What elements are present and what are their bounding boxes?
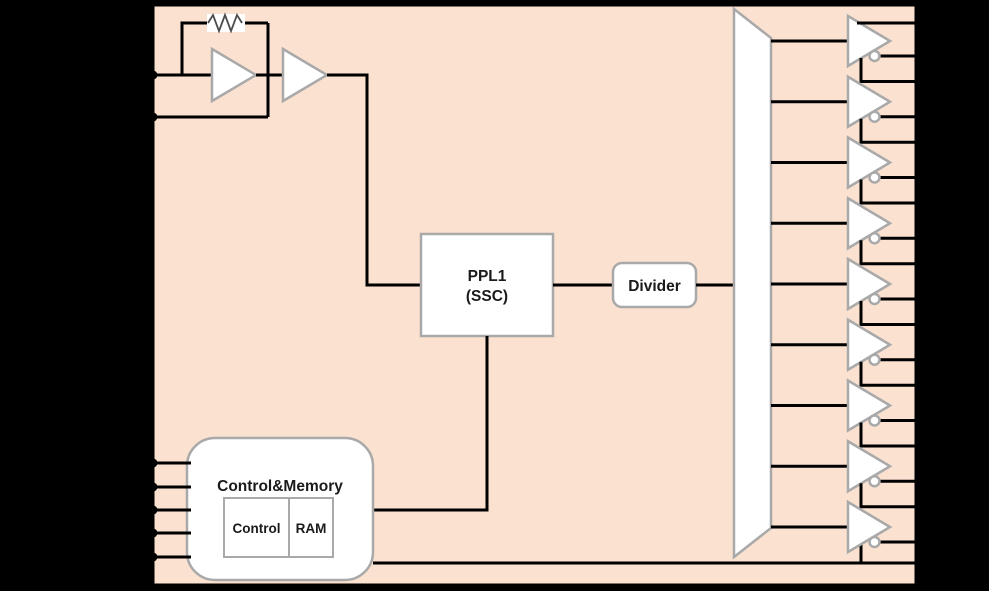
- output-pin-dot: [914, 138, 921, 146]
- inverter-bubble-icon: [868, 414, 881, 427]
- output-pin-dot: [914, 52, 921, 60]
- output-pin-dot: [914, 19, 921, 27]
- control-memory-block: Control&Memory Control RAM: [185, 436, 375, 582]
- inverter-bubble-icon: [868, 475, 881, 488]
- oscillator-amp1-icon: [210, 46, 259, 104]
- ram-cell-label: RAM: [296, 521, 327, 536]
- buffer-output-wire: [859, 301, 919, 326]
- output-pin-dot: [914, 199, 921, 207]
- feedback-resistor-icon: [207, 12, 245, 34]
- buffer-output-wire: [859, 58, 919, 83]
- output-buffer: [771, 74, 921, 146]
- output-pin-dot: [914, 417, 921, 424]
- output-pin-dot: [914, 356, 921, 364]
- divider-label: Divider: [628, 278, 681, 295]
- control-input-pin-dot: [148, 505, 158, 515]
- control-input-pin-dot: [148, 528, 158, 538]
- bottom-wire-pin-dot: [914, 559, 921, 567]
- buffer-output-wire: [859, 240, 919, 266]
- output-pin-dot: [914, 538, 921, 546]
- inverter-bubble-icon: [868, 49, 881, 63]
- pll-label-line2: (SSC): [466, 288, 508, 305]
- output-pin-dot: [914, 113, 921, 121]
- output-buffer: [771, 499, 921, 555]
- control-memory-title: Control&Memory: [217, 478, 343, 495]
- buffer-output-wire: [859, 483, 919, 509]
- output-pin-dot: [914, 477, 921, 485]
- output-buffer: [771, 256, 921, 328]
- output-pin-dot: [914, 174, 921, 181]
- xtal-in-pin-dot: [148, 70, 158, 80]
- inverter-bubble-icon: [868, 535, 881, 549]
- oscillator-feedback-wires: [150, 21, 270, 119]
- output-buffer: [771, 439, 921, 511]
- control-ram-outline: [223, 497, 334, 558]
- control-input-pin-dot: [148, 552, 158, 562]
- clock-fanout-mux: [732, 6, 773, 560]
- pll-label-line1: PPL1: [468, 268, 507, 285]
- buffer-output-wire: [859, 422, 919, 448]
- xtal-out-pin-dot: [148, 112, 158, 122]
- buffer-output-wire: [859, 361, 919, 387]
- output-buffer: [771, 196, 921, 268]
- pll-block: PPL1 (SSC): [419, 232, 555, 338]
- inverter-bubble-icon: [868, 292, 881, 306]
- inverter-bubble-icon: [868, 353, 881, 366]
- output-pin-dot: [914, 78, 921, 85]
- output-buffer: [771, 317, 921, 389]
- output-buffers: [771, 13, 921, 555]
- oscillator-amp2-icon: [281, 46, 330, 104]
- resistor-zigzag: [207, 12, 243, 34]
- divider-block: Divider: [611, 261, 698, 309]
- output-buffer: [771, 135, 921, 207]
- control-input-pin-dot: [148, 482, 158, 492]
- output-pin-dot: [914, 381, 921, 389]
- osc-to-pll-wire: [327, 73, 421, 287]
- buffer-output-wire: [859, 118, 919, 144]
- control-to-pll-wire: [373, 336, 489, 512]
- output-buffer: [771, 378, 921, 450]
- control-input-pins: [148, 458, 191, 562]
- output-pin-dot: [914, 503, 921, 511]
- inverter-bubble-icon: [868, 171, 881, 184]
- inverter-bubble-icon: [868, 110, 881, 123]
- output-pin-dot: [914, 234, 921, 242]
- output-buffer: [771, 13, 921, 85]
- buffer-output-wire: [859, 179, 919, 205]
- pll-box: [419, 232, 555, 338]
- oscillator-section: [148, 12, 421, 287]
- bottom-control-wire: [373, 544, 917, 565]
- output-pin-dot: [914, 295, 921, 303]
- output-pin-dot: [914, 442, 921, 450]
- control-cell-label: Control: [233, 521, 281, 536]
- inverter-bubble-icon: [868, 232, 881, 245]
- control-input-pin-dot: [148, 458, 158, 468]
- output-pin-dot: [914, 321, 921, 328]
- output-pin-dot: [914, 260, 921, 268]
